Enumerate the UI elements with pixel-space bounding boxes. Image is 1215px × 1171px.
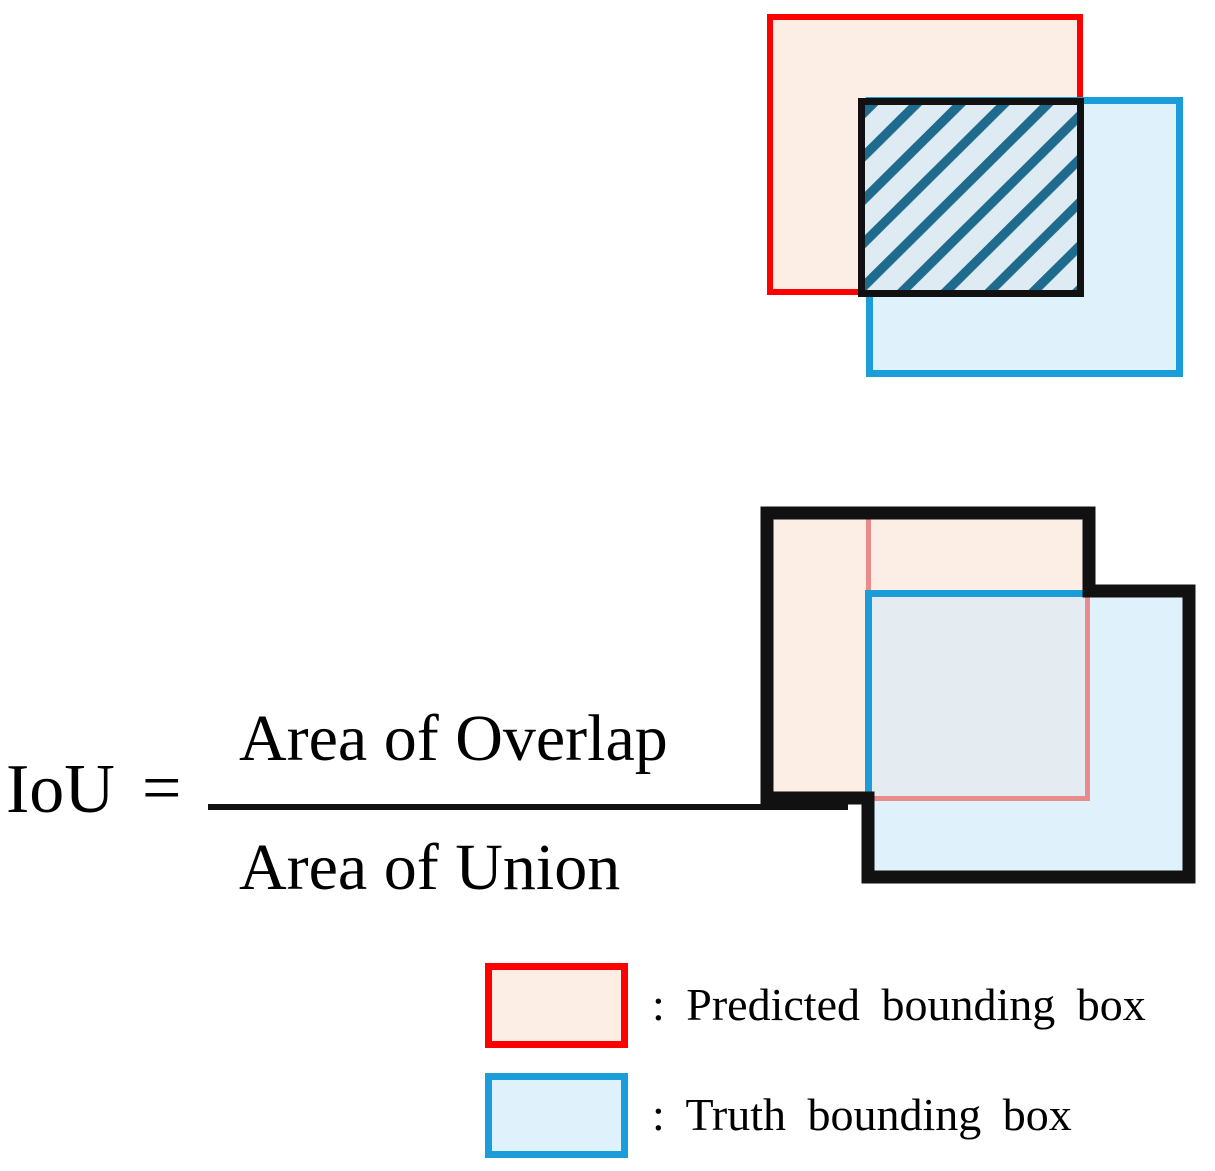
legend-item-truth: : Truth bounding box [480, 1065, 1215, 1161]
iou-formula-fraction-bar [208, 804, 848, 810]
iou-formula-denominator: Area of Union [239, 831, 621, 904]
legend-item-predicted: : Predicted bounding box [480, 955, 1215, 1051]
area-of-overlap-diagram [755, 0, 1215, 400]
hatch-pattern-icon [865, 105, 1077, 290]
legend-swatch-predicted-icon [485, 963, 628, 1048]
legend-label-truth: : Truth bounding box [652, 1089, 1072, 1140]
area-of-union-diagram [755, 490, 1215, 890]
legend-swatch-truth-icon [485, 1073, 628, 1158]
truth-bounding-box-union-stroke [865, 590, 1190, 879]
iou-formula-lhs: IoU [6, 751, 115, 828]
legend-label-predicted: : Predicted bounding box [652, 979, 1146, 1030]
intersection-region-hatched [858, 98, 1084, 297]
legend: : Predicted bounding box : Truth boundin… [480, 955, 1215, 1171]
iou-formula-equals-sign: = [142, 750, 182, 827]
iou-formula: IoU = Area of Overlap Area of Union [0, 350, 870, 904]
iou-formula-numerator: Area of Overlap [239, 702, 668, 775]
